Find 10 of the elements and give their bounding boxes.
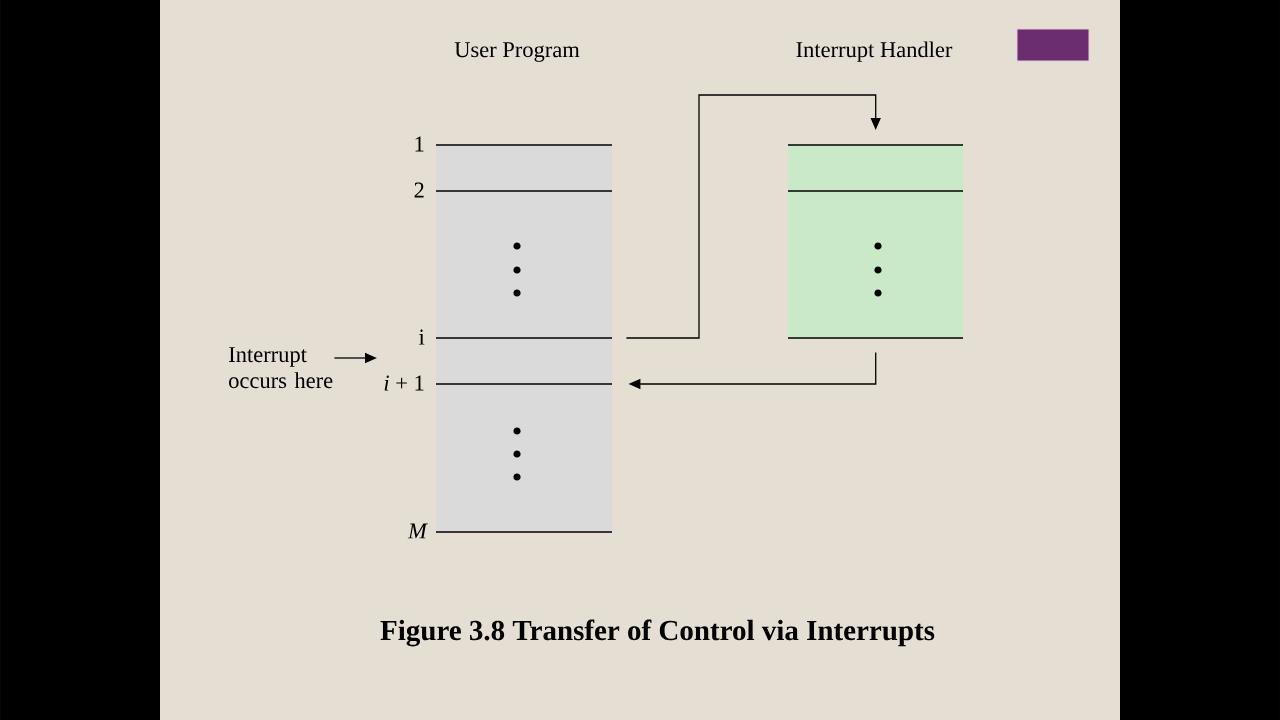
instruction-number: M [407,523,428,539]
instruction-number: 2 [414,182,424,198]
figure-caption: Figure 3.8 Transfer of Control via Interrupts [380,619,935,647]
instruction-number: i + 1 [384,375,424,391]
instruction-number: 1 [415,136,424,152]
annotation-text: Interrupt occurs here [229,347,333,389]
column-heading: User Program [454,42,580,62]
instruction-number: i [419,329,425,345]
arrow [625,94,881,339]
column-heading: Interrupt Handler [796,41,953,62]
